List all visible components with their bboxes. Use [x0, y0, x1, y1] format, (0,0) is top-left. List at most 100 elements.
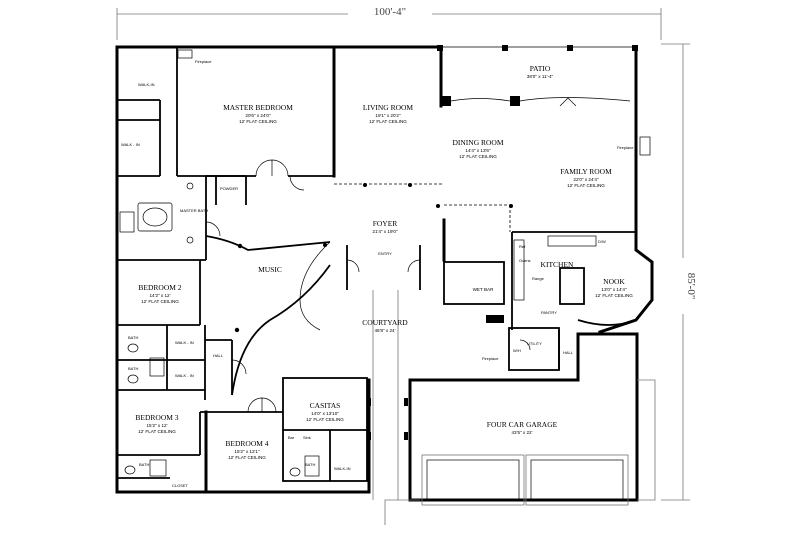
room-bedroom-2: BEDROOM 2 14'2" x 12' 12' FLAT CEILING [138, 283, 181, 304]
patio-name: PATIO [530, 64, 551, 73]
utility-label: UTILITY [527, 341, 542, 346]
master-bath-fixtures [119, 182, 194, 244]
walk-in-label-1: WALK - IN [175, 340, 194, 345]
closet-label: CLOSET [172, 483, 189, 488]
overall-depth-dimension: 85'-0" [661, 43, 697, 501]
powder-label: POWDER [220, 186, 238, 191]
courtyard-name: COURTYARD [362, 318, 408, 327]
bedroom-2-name: BEDROOM 2 [138, 283, 181, 292]
bedroom-4-name: BEDROOM 4 [225, 439, 268, 448]
garage-size: 43'5" x 22' [511, 430, 532, 435]
garage-name: FOUR CAR GARAGE [487, 420, 558, 429]
foyer-name: FOYER [373, 219, 398, 228]
bath-label-1: BATH [128, 335, 138, 340]
kitchen-island [559, 267, 585, 305]
garage-doors [384, 379, 656, 525]
room-family-room: FAMILY ROOM 22'0" x 24'4" 12' FLAT CEILI… [560, 167, 612, 188]
music-room-curves [205, 235, 331, 396]
range-label: Range [532, 276, 545, 281]
casitas-bath-fixtures [289, 455, 320, 477]
wh-label: W/H [513, 348, 521, 353]
nook-name: NOOK [603, 277, 625, 286]
casitas-walk-in-label: WALK-IN [334, 466, 351, 471]
casitas-bath-label: BATH [305, 462, 315, 467]
nook-size: 13'0" x 14'4" [601, 287, 627, 292]
casitas-size: 14'0" x 13'10" [311, 411, 339, 416]
wet-bar-name: WET BAR [473, 287, 495, 292]
nook-bay [577, 319, 637, 326]
courtyard-walkway [234, 183, 513, 500]
entry-label: ENTRY [378, 251, 392, 256]
family-fireplace-label: Fireplace [617, 145, 634, 150]
casitas-name: CASITAS [310, 401, 341, 410]
casitas-sink-label: Sink [303, 435, 311, 440]
room-master-bedroom: MASTER BEDROOM 20'6" x 24'0" 12' FLAT CE… [223, 103, 293, 124]
master-fireplace-box [177, 49, 193, 59]
foyer-size: 21'4" x 19'0" [372, 229, 398, 234]
kitchen-name: KITCHEN [541, 260, 574, 269]
bedroom-2-size: 14'2" x 12' [149, 293, 170, 298]
living-room-size: 19'1" x 20'2" [375, 113, 401, 118]
room-patio: PATIO 38'0" x 11'-4" [527, 64, 554, 79]
overall-width-label: 100'-4" [374, 6, 406, 18]
kitchen-fireplace-label: Fireplace [482, 356, 499, 361]
overall-depth-label: 85'-0" [685, 273, 697, 300]
bedroom-2-ceiling: 12' FLAT CEILING [141, 299, 179, 304]
dw-label: D/W [598, 239, 606, 244]
walk-in-label-master: WALK-IN [138, 82, 155, 87]
room-living-room: LIVING ROOM 19'1" x 20'2" 12' FLAT CEILI… [363, 103, 414, 124]
room-casitas: CASITAS 14'0" x 13'10" 12' FLAT CEILING [306, 401, 344, 422]
bedroom-4-ceiling: 12' FLAT CEILING [228, 455, 266, 460]
bath-label-3: BATH [139, 462, 149, 467]
hall-label-west: HALL [213, 353, 224, 358]
nook-ceiling: 12' FLAT CEILING [595, 293, 633, 298]
family-fireplace-box [639, 136, 651, 156]
family-room-size: 22'0" x 24'4" [573, 177, 599, 182]
music-name: MUSIC [258, 265, 282, 274]
walk-in-label-2: WALK - IN [175, 373, 194, 378]
dining-room-size: 14'4" x 13'6" [465, 148, 491, 153]
room-dining-room: DINING ROOM 14'4" x 13'6" 12' FLAT CEILI… [452, 138, 503, 159]
family-room-ceiling: 12' FLAT CEILING [567, 183, 605, 188]
bedroom-4-size: 15'2" x 12'1" [234, 449, 260, 454]
pantry-label: PANTRY [541, 310, 557, 315]
courtyard-size: 46'8" x 24' [374, 328, 395, 333]
door-swings [205, 97, 577, 413]
patio-posts [437, 45, 638, 106]
casitas-ceiling: 12' FLAT CEILING [306, 417, 344, 422]
room-bedroom-3: BEDROOM 3 15'2" x 12' 12' FLAT CEILING [135, 413, 178, 434]
casitas-bar-label: Bar [288, 435, 295, 440]
bath-fixtures [124, 343, 167, 477]
bedroom-3-size: 15'2" x 12' [146, 423, 167, 428]
hall-label-east: HALL [563, 350, 574, 355]
interior-walls [117, 47, 636, 482]
small-labels: WALK-IN WALK - IN Fireplace POWDER MASTE… [121, 59, 634, 488]
master-bath-label: MASTER BATH [180, 208, 208, 213]
master-bedroom-ceiling: 12' FLAT CEILING [239, 119, 277, 124]
dining-room-ceiling: 12' FLAT CEILING [459, 154, 497, 159]
ovens-label: Ovens [519, 258, 531, 263]
master-bedroom-name: MASTER BEDROOM [223, 103, 293, 112]
room-bedroom-4: BEDROOM 4 15'2" x 12'1" 12' FLAT CEILING [225, 439, 268, 460]
room-four-car-garage: FOUR CAR GARAGE 43'5" x 22' [487, 420, 558, 435]
room-nook: NOOK 13'0" x 14'4" 12' FLAT CEILING [595, 277, 633, 298]
bedroom-3-ceiling: 12' FLAT CEILING [138, 429, 176, 434]
room-kitchen: KITCHEN [541, 260, 574, 269]
patio-size: 38'0" x 11'-4" [527, 74, 554, 79]
room-wet-bar: WET BAR [473, 287, 495, 292]
dining-room-name: DINING ROOM [452, 138, 503, 147]
master-bedroom-size: 20'6" x 24'0" [245, 113, 271, 118]
master-fireplace-label: Fireplace [195, 59, 212, 64]
bath-label-2: BATH [128, 366, 138, 371]
living-room-ceiling: 12' FLAT CEILING [369, 119, 407, 124]
overall-width-dimension: 100'-4" [116, 4, 662, 40]
walk-in-label-master-2: WALK - IN [121, 142, 140, 147]
room-courtyard: COURTYARD 46'8" x 24' [362, 318, 408, 333]
living-room-name: LIVING ROOM [363, 103, 414, 112]
family-room-name: FAMILY ROOM [560, 167, 612, 176]
room-foyer: FOYER 21'4" x 19'0" ENTRY [372, 219, 398, 256]
ref-label: Ref [519, 244, 526, 249]
bedroom-3-name: BEDROOM 3 [135, 413, 178, 422]
room-music: MUSIC [258, 265, 282, 274]
